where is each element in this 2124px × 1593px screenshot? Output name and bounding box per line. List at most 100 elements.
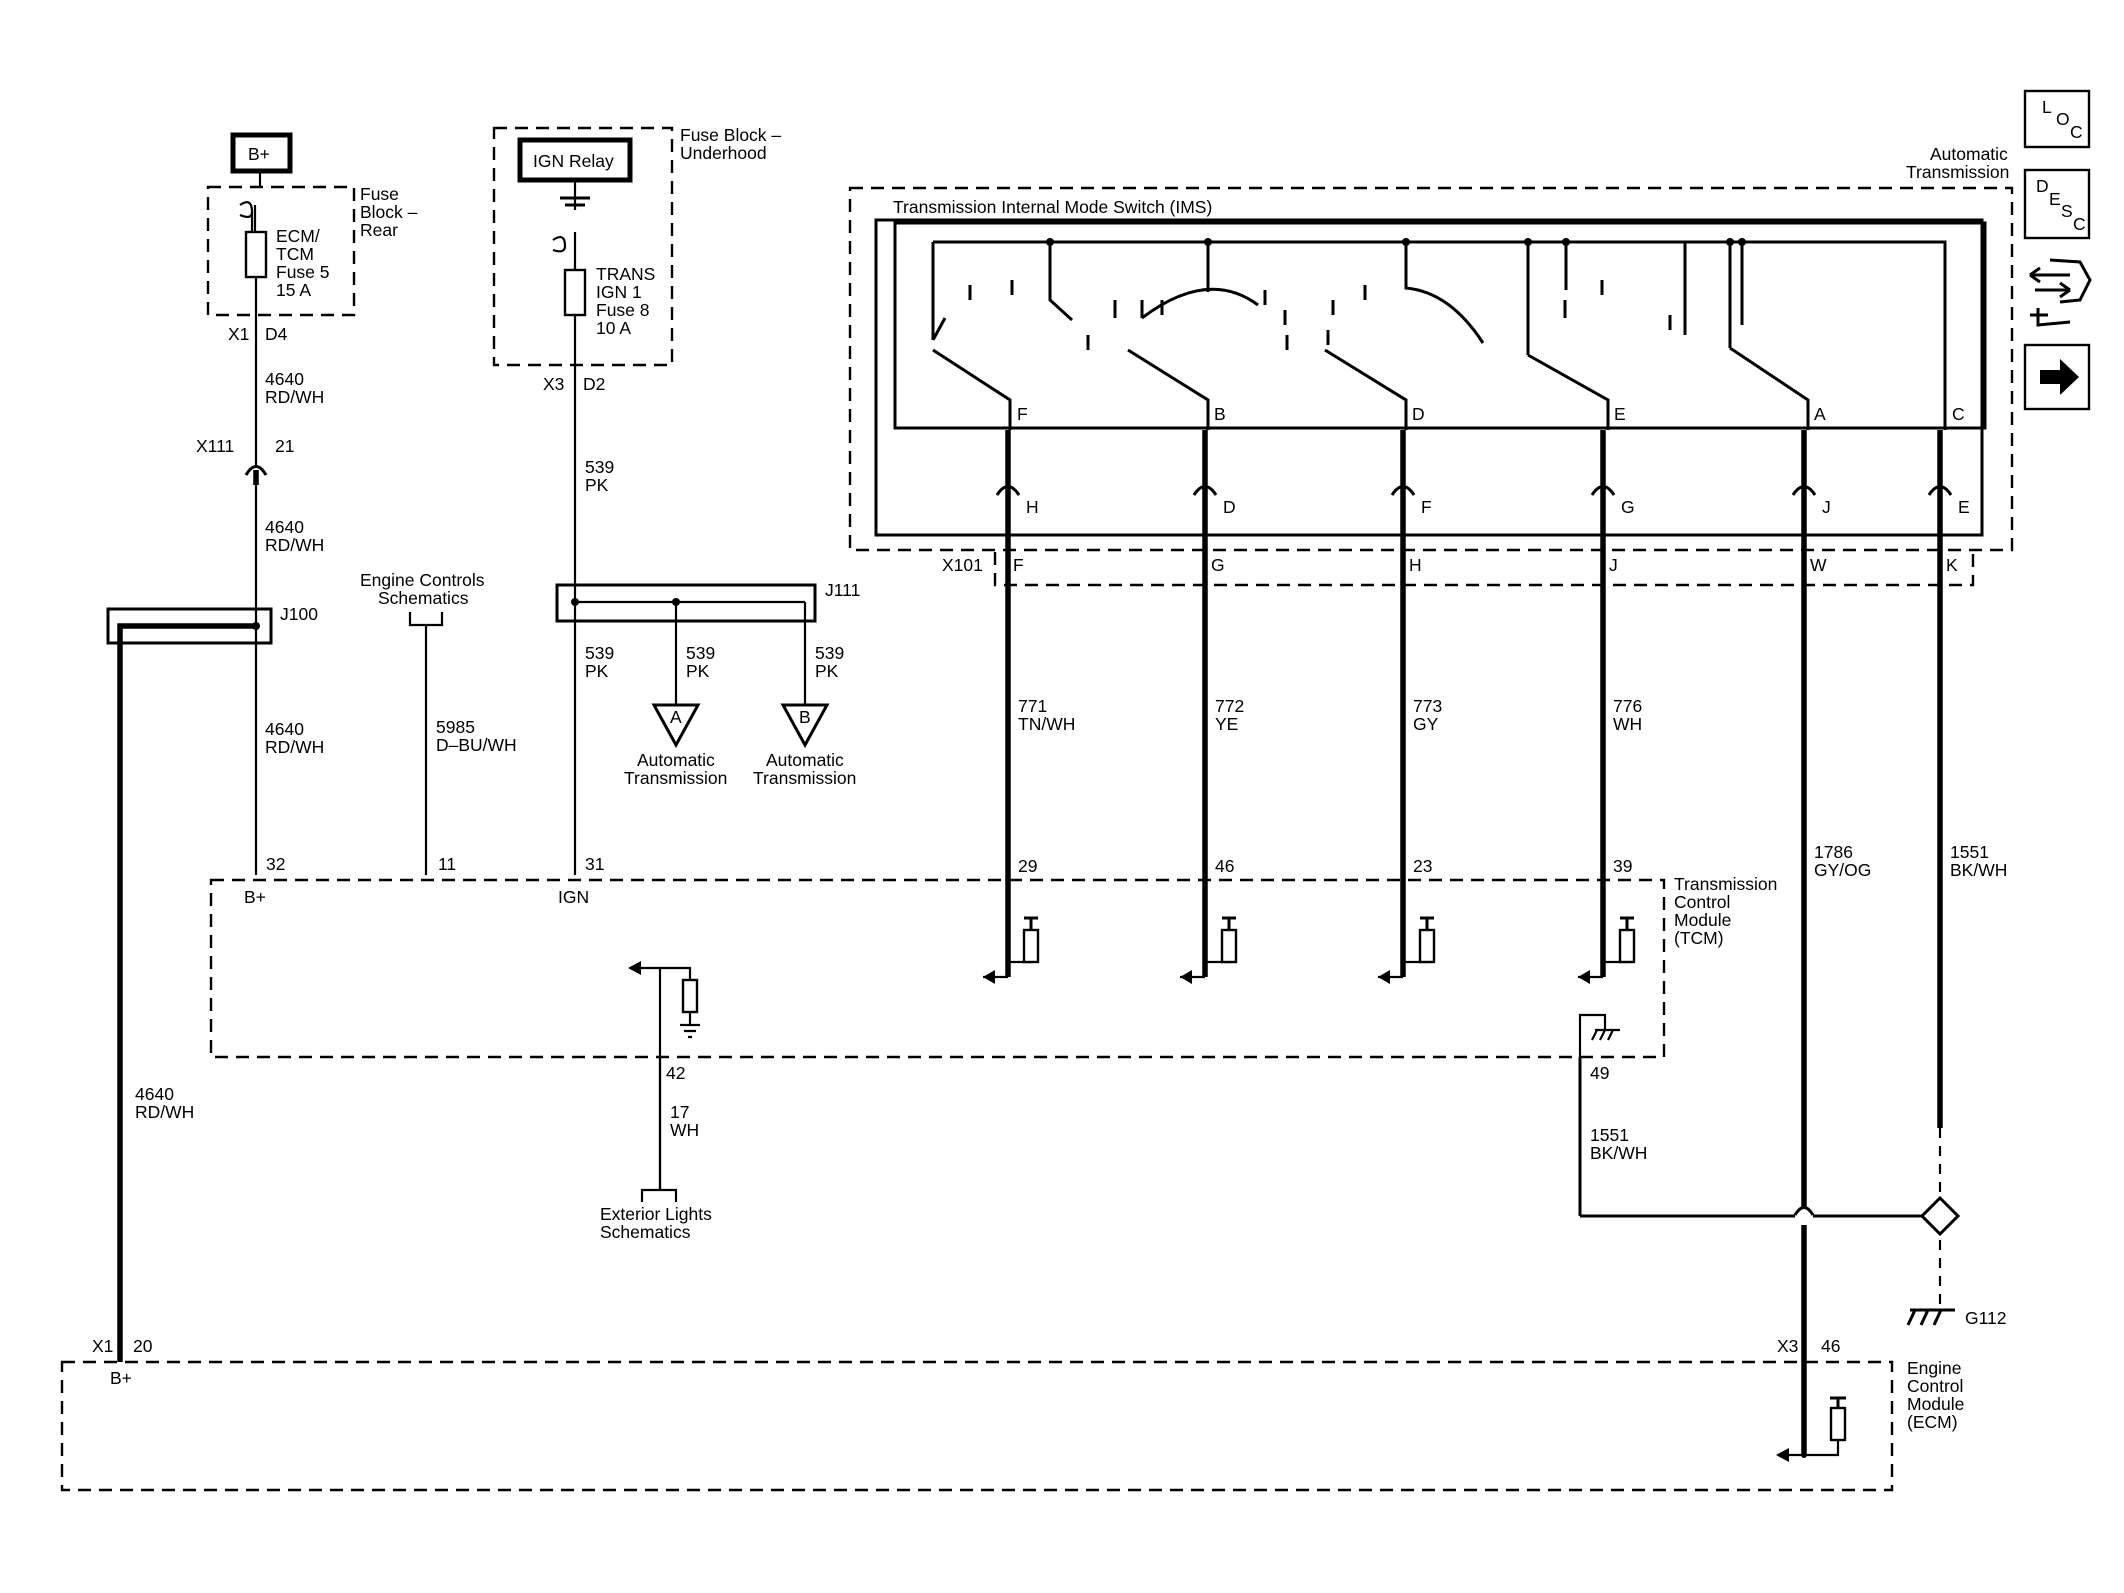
svg-text:Automatic: Automatic bbox=[637, 750, 715, 770]
svg-text:1786: 1786 bbox=[1814, 842, 1853, 862]
svg-text:B: B bbox=[799, 707, 811, 727]
svg-text:Fuse Block –: Fuse Block – bbox=[680, 125, 781, 145]
svg-text:(TCM): (TCM) bbox=[1674, 928, 1724, 948]
tcm-pin42-label: 42 bbox=[666, 1063, 685, 1083]
svg-text:4640: 4640 bbox=[265, 517, 304, 537]
svg-text:G112: G112 bbox=[1965, 1308, 2007, 1328]
svg-text:D: D bbox=[2036, 176, 2049, 196]
svg-text:E: E bbox=[1958, 497, 1970, 517]
svg-text:IGN 1: IGN 1 bbox=[596, 282, 642, 302]
svg-text:ECM/: ECM/ bbox=[276, 226, 320, 246]
auto-trans-b-label: Automatic Transmission bbox=[753, 750, 856, 788]
svg-text:4640: 4640 bbox=[265, 719, 304, 739]
j100-label: J100 bbox=[280, 604, 318, 624]
svg-text:F: F bbox=[1013, 555, 1024, 575]
ecm-title: Engine Control Module (ECM) bbox=[1907, 1358, 1964, 1432]
fuse-block-rear bbox=[206, 185, 356, 317]
svg-text:PK: PK bbox=[585, 661, 609, 681]
connector-x111 bbox=[244, 465, 268, 476]
svg-text:B+: B+ bbox=[110, 1368, 132, 1388]
splice-ground bbox=[1919, 1195, 1961, 1237]
svg-text:IGN: IGN bbox=[558, 887, 589, 907]
tcm-module bbox=[209, 878, 1666, 1059]
svg-text:(ECM): (ECM) bbox=[1907, 1412, 1958, 1432]
desc-button[interactable]: D E S C bbox=[2023, 168, 2091, 240]
svg-text:WH: WH bbox=[670, 1120, 699, 1140]
svg-text:772: 772 bbox=[1215, 696, 1244, 716]
offpage-b[interactable]: B bbox=[780, 703, 830, 749]
svg-text:773: 773 bbox=[1413, 696, 1442, 716]
wire-539-label-a: 539 PK bbox=[585, 457, 614, 495]
wire-4640-label-c: 4640 RD/WH bbox=[265, 719, 324, 757]
svg-text:Module: Module bbox=[1907, 1394, 1964, 1414]
svg-text:Automatic: Automatic bbox=[766, 750, 844, 770]
wire-772-label: 772 YE bbox=[1215, 696, 1244, 734]
svg-text:G: G bbox=[1621, 497, 1635, 517]
ims-pin-labels: F B D E A C bbox=[1017, 404, 1965, 424]
svg-text:BK/WH: BK/WH bbox=[1950, 860, 2007, 880]
svg-text:C: C bbox=[1952, 404, 1965, 424]
svg-text:J: J bbox=[1822, 497, 1831, 517]
svg-text:F: F bbox=[1017, 404, 1028, 424]
connector-tool-icon[interactable] bbox=[2029, 258, 2092, 327]
trans-connector-pin-labels: H D F G J E bbox=[1026, 497, 1970, 517]
ecm-pin-labels: X1 20 B+ X3 46 bbox=[92, 1336, 1840, 1388]
pin-d4-label: D4 bbox=[265, 324, 288, 344]
fuse-block-rear-label: Fuse Block – Rear bbox=[360, 184, 418, 240]
svg-text:K: K bbox=[1946, 555, 1958, 575]
tcm-pin49-label: 49 bbox=[1590, 1063, 1609, 1083]
svg-text:RD/WH: RD/WH bbox=[135, 1102, 194, 1122]
svg-text:Exterior Lights: Exterior Lights bbox=[600, 1204, 712, 1224]
auto-trans-a-label: Automatic Transmission bbox=[624, 750, 727, 788]
svg-text:29: 29 bbox=[1018, 856, 1037, 876]
svg-text:539: 539 bbox=[585, 643, 614, 663]
svg-text:A: A bbox=[670, 707, 682, 727]
fuse-block-underhood bbox=[492, 126, 674, 367]
svg-text:B+: B+ bbox=[244, 887, 266, 907]
ecm-input-circuit bbox=[1776, 1396, 1847, 1462]
conn-x3-label: X3 bbox=[543, 374, 564, 394]
svg-text:Control: Control bbox=[1907, 1376, 1963, 1396]
splice-j111 bbox=[555, 583, 817, 623]
wire-17-label: 17 WH bbox=[670, 1102, 699, 1140]
svg-text:Transmission: Transmission bbox=[624, 768, 727, 788]
next-arrow-button[interactable] bbox=[2023, 343, 2091, 411]
svg-text:PK: PK bbox=[815, 661, 839, 681]
fuse-trans-ign1-label: TRANS IGN 1 Fuse 8 10 A bbox=[596, 264, 655, 338]
svg-text:Engine Controls: Engine Controls bbox=[360, 570, 485, 590]
x101-label: X101 bbox=[942, 555, 983, 575]
svg-text:4640: 4640 bbox=[265, 369, 304, 389]
svg-text:C: C bbox=[2073, 214, 2086, 234]
offpage-a[interactable]: A bbox=[651, 703, 701, 749]
svg-text:1551: 1551 bbox=[1590, 1125, 1629, 1145]
loc-button[interactable]: L O C bbox=[2023, 89, 2091, 149]
exterior-lights-ref[interactable]: Exterior Lights Schematics bbox=[600, 1204, 712, 1242]
svg-text:G: G bbox=[1211, 555, 1225, 575]
svg-text:1551: 1551 bbox=[1950, 842, 1989, 862]
engine-controls-ref[interactable]: Engine Controls Schematics bbox=[360, 570, 485, 608]
svg-text:PK: PK bbox=[585, 475, 609, 495]
wire-539-label-b: 539 PK bbox=[585, 643, 614, 681]
tcm-pin-labels: 32 11 31 B+ IGN 29 46 23 39 bbox=[244, 854, 1632, 907]
wire-1551-label-b: 1551 BK/WH bbox=[1590, 1125, 1647, 1163]
svg-text:E: E bbox=[1614, 404, 1626, 424]
wire-773-label: 773 GY bbox=[1413, 696, 1442, 734]
svg-text:4640: 4640 bbox=[135, 1084, 174, 1104]
automatic-transmission-title: Automatic Transmission bbox=[1906, 144, 2009, 182]
fuse-trans-ign1 bbox=[563, 268, 587, 317]
svg-text:B+: B+ bbox=[248, 144, 270, 164]
wire-776-label: 776 WH bbox=[1613, 696, 1642, 734]
svg-text:H: H bbox=[1409, 555, 1422, 575]
svg-text:11: 11 bbox=[438, 854, 456, 874]
svg-text:C: C bbox=[2070, 122, 2083, 142]
svg-text:Transmission: Transmission bbox=[1906, 162, 2009, 182]
svg-text:32: 32 bbox=[266, 854, 285, 874]
svg-text:Rear: Rear bbox=[360, 220, 398, 240]
splice-j100 bbox=[106, 607, 273, 645]
svg-text:5985: 5985 bbox=[436, 717, 475, 737]
svg-text:TCM: TCM bbox=[276, 244, 314, 264]
x101-pin-labels: F G H J W K bbox=[1013, 555, 1958, 575]
svg-text:46: 46 bbox=[1821, 1336, 1840, 1356]
svg-text:Schematics: Schematics bbox=[600, 1222, 691, 1242]
svg-text:31: 31 bbox=[585, 854, 604, 874]
